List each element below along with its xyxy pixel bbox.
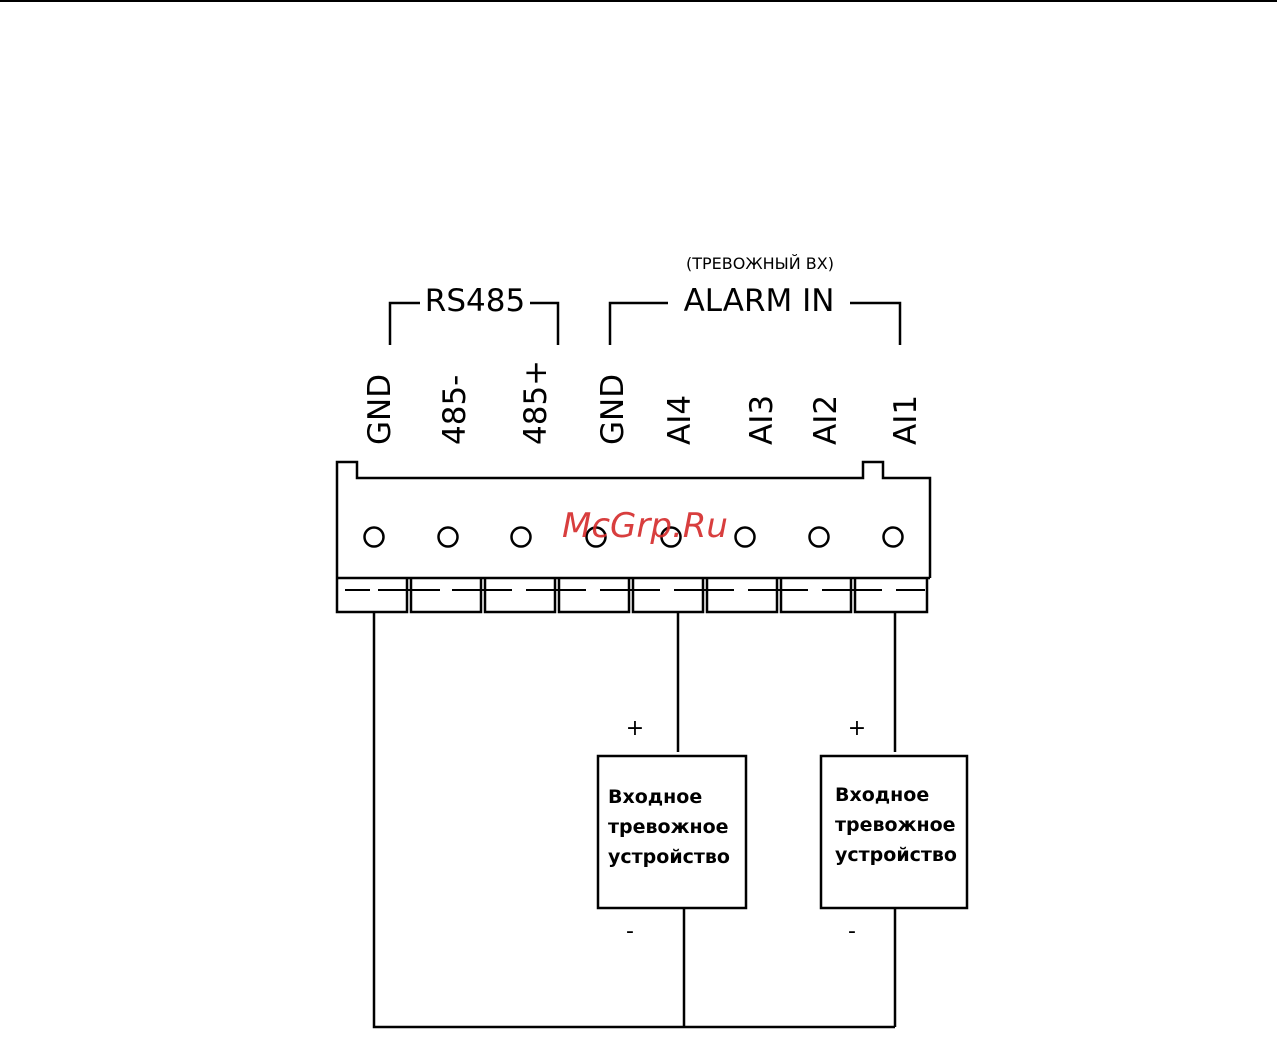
alarm-in-translation: (ТРЕВОЖНЫЙ ВХ) [686,254,834,273]
pin-label-gnd-1: GND [362,374,398,445]
pin-label-gnd-2: GND [595,374,631,445]
rs485-label: RS485 [425,283,525,319]
pin-label-485-plus: 485+ [518,360,554,445]
pin-label-ai3: AI3 [744,395,780,445]
device-1-label-line-2: тревожное [608,816,729,838]
device-2-plus-sign: + [848,716,866,741]
terminal-clamps [337,578,930,612]
device-2-label-line-2: тревожное [835,814,956,836]
device-1-label-line-3: устройство [608,846,730,868]
device-2-label-line-1: Входное [835,784,929,806]
pin-label-ai4: AI4 [662,395,698,445]
watermark: McGrp.Ru [562,506,728,546]
pin-label-ai2: AI2 [808,395,844,445]
pin-label-ai1: AI1 [888,395,924,445]
device-2-minus-sign: - [848,919,856,944]
device-1-plus-sign: + [626,716,644,741]
pin-label-485-minus: 485- [437,375,473,445]
device-1-minus-sign: - [626,919,634,944]
device-1-label-line-1: Входное [608,786,702,808]
device-2-label-line-3: устройство [835,844,957,866]
alarm-in-label: ALARM IN [684,283,835,319]
